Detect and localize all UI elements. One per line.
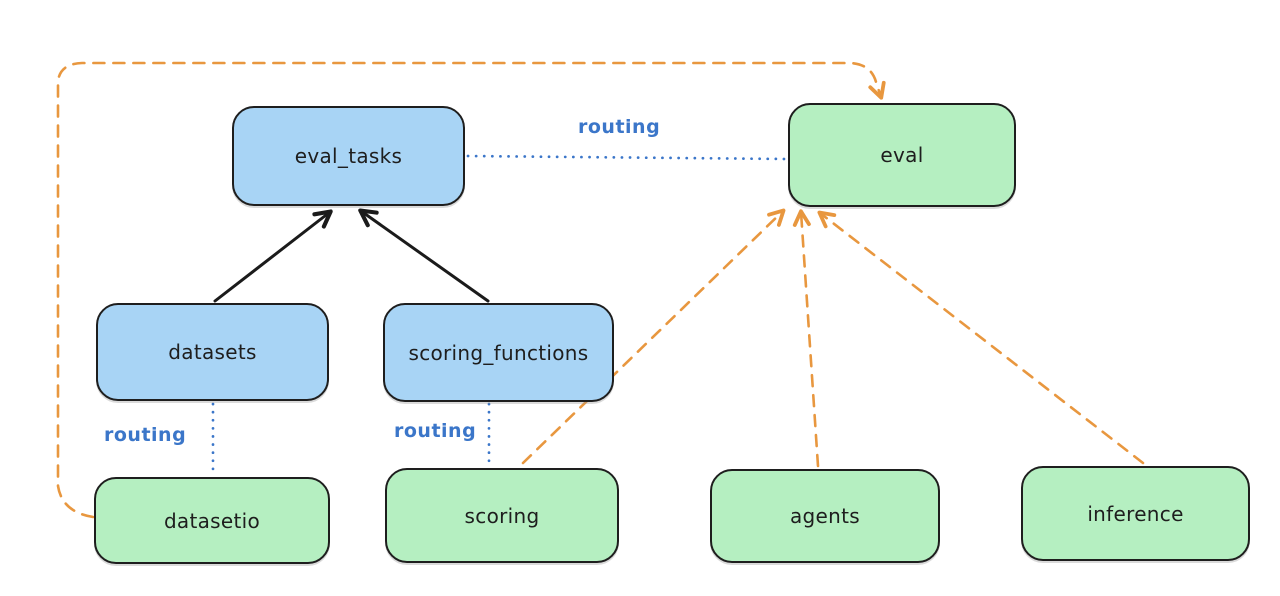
node-inference: inference	[1021, 466, 1250, 561]
edge-agents-to-eval	[792, 209, 820, 468]
node-eval_tasks: eval_tasks	[232, 106, 465, 206]
node-scoring: scoring	[385, 468, 619, 563]
routing-label-scoring_functions-scoring: routing	[394, 420, 477, 442]
edge-datasetio-to-eval	[56, 61, 886, 519]
edge-datasets-to-eval_tasks	[213, 209, 333, 303]
routing-label-eval_tasks-eval: routing	[578, 116, 661, 138]
edge-eval_tasks-to-eval-routing	[466, 154, 788, 161]
node-datasetio: datasetio	[94, 477, 330, 564]
node-scoring_functions: scoring_functions	[383, 303, 614, 402]
edge-scoring_functions-to-eval_tasks	[358, 208, 490, 303]
node-eval: eval	[788, 103, 1016, 207]
node-datasets: datasets	[96, 303, 329, 401]
node-agents: agents	[710, 469, 940, 563]
edge-inference-to-eval	[817, 210, 1145, 465]
routing-label-datasets-datasetio: routing	[104, 424, 187, 446]
